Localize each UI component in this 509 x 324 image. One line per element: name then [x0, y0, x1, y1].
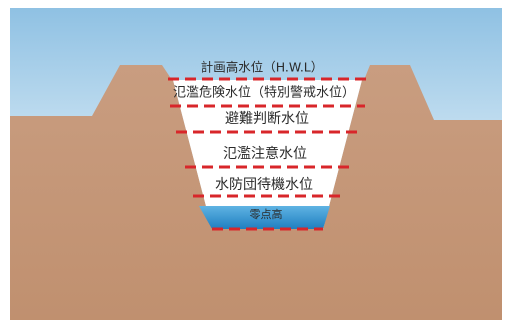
label-evacuation-judgment: 避難判断水位 — [225, 111, 309, 127]
label-zero-point: 零点高 — [250, 207, 283, 221]
ground-embankments — [10, 65, 502, 320]
label-flood-danger: 氾濫危険水位（特別警戒水位） — [173, 85, 355, 101]
label-flood-warning: 氾濫注意水位 — [223, 145, 307, 162]
river-channel — [173, 80, 362, 229]
label-hwl: 計画高水位（H.W.L） — [201, 60, 324, 75]
level-labels-group: 計画高水位（H.W.L） 氾濫危険水位（特別警戒水位） 避難判断水位 氾濫注意水… — [173, 60, 355, 222]
level-lines-group — [168, 77, 368, 231]
water-body — [199, 206, 330, 229]
label-flood-standby: 水防団待機水位 — [215, 177, 313, 193]
